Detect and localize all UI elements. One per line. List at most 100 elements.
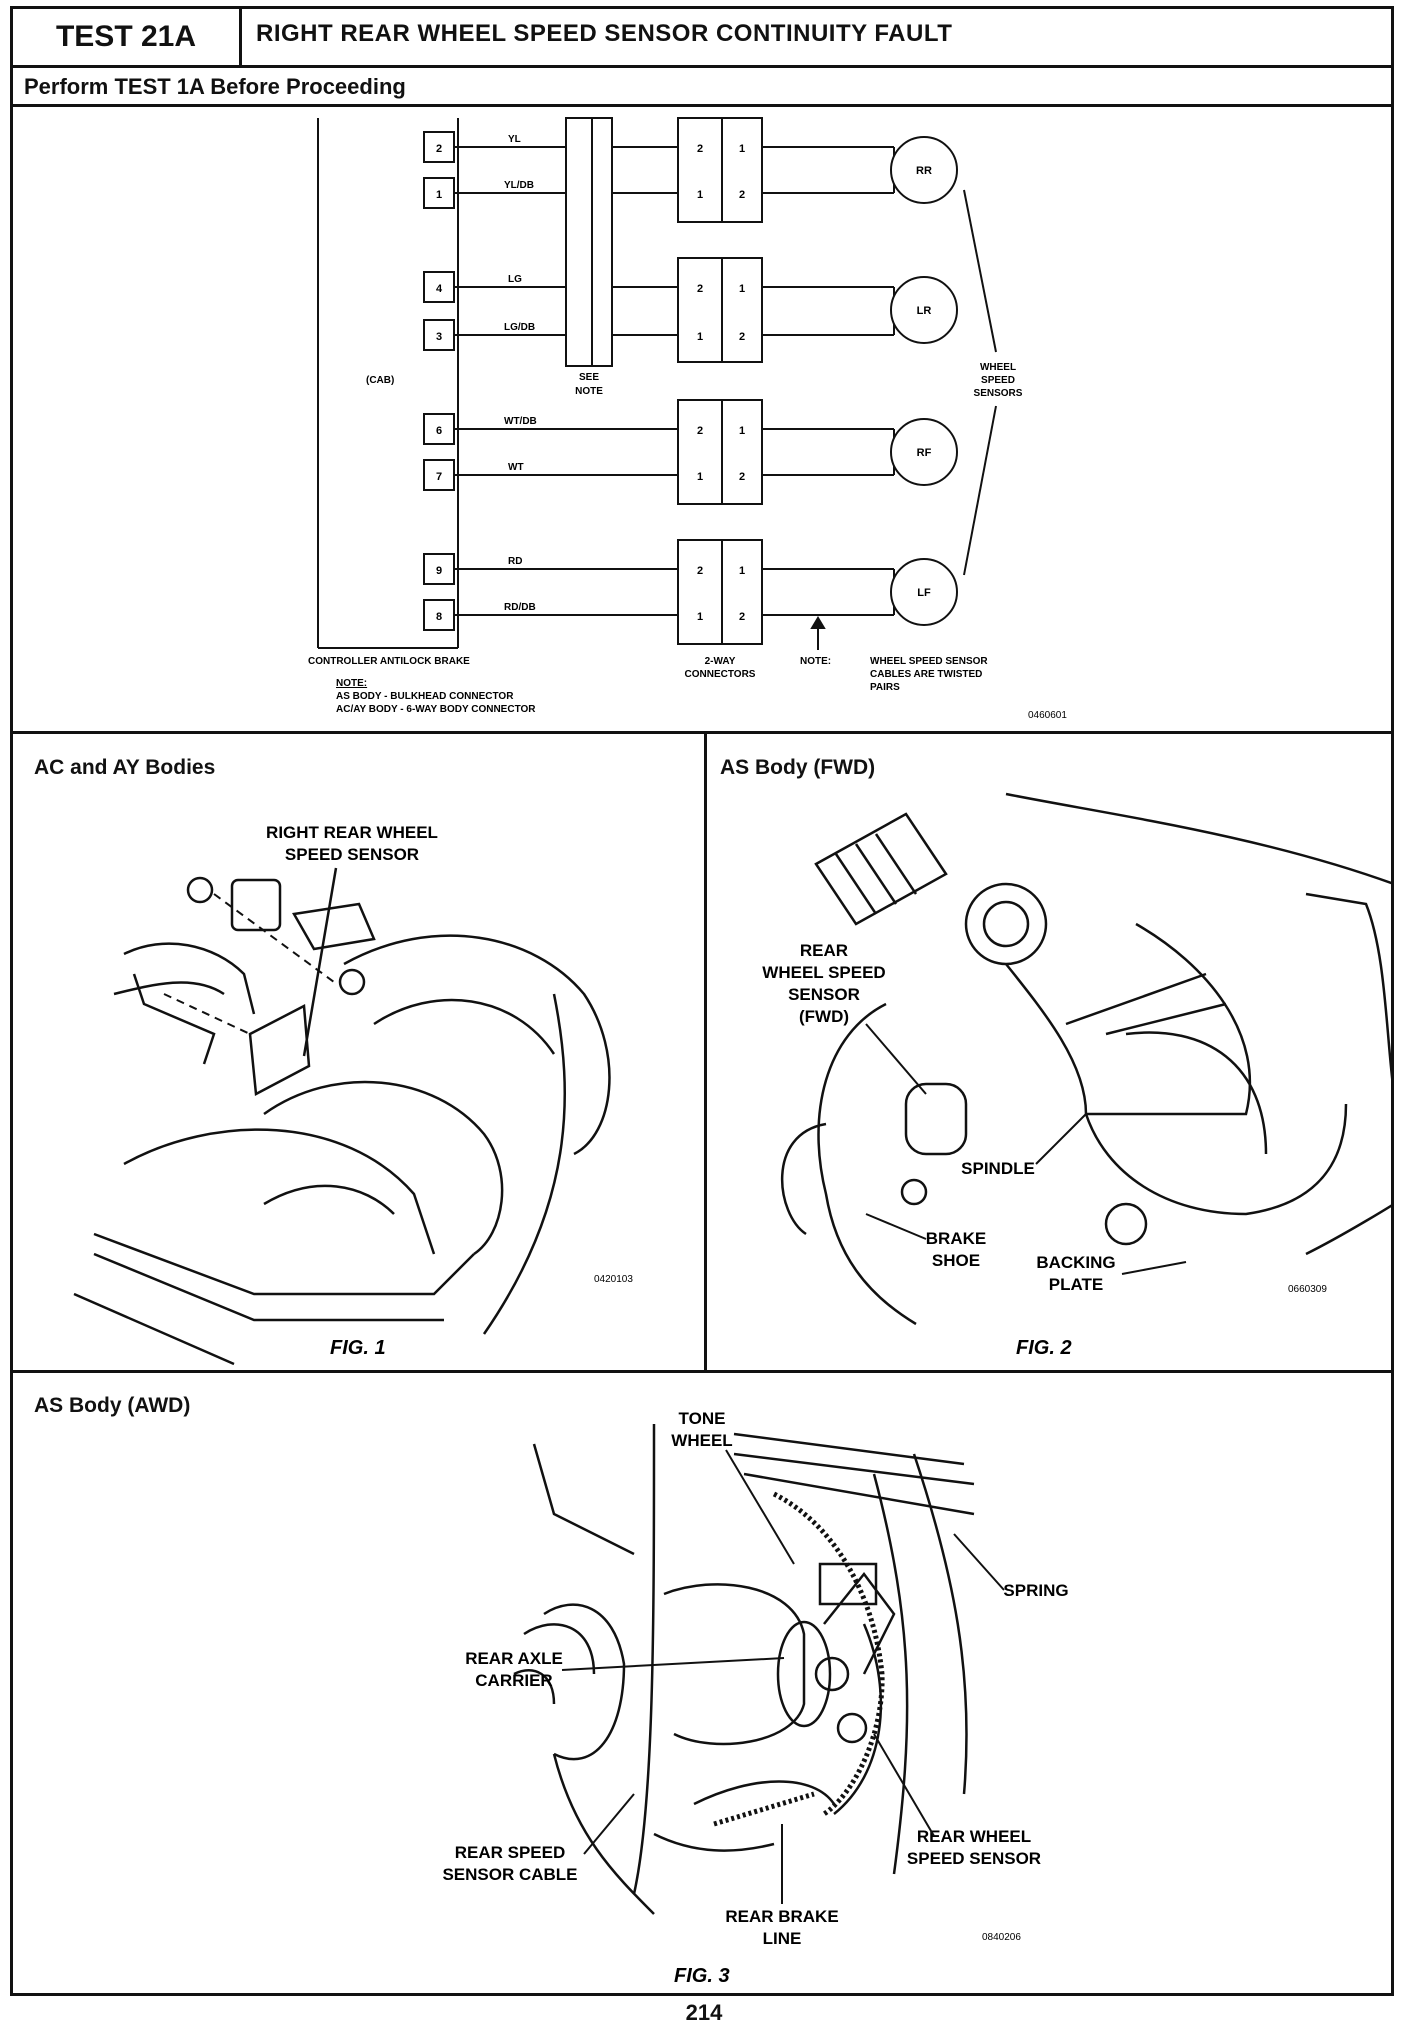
note-line: AS BODY - BULKHEAD CONNECTOR: [336, 691, 514, 702]
two-way-connector: [721, 117, 763, 223]
connector-pin: 2: [697, 143, 703, 155]
wire-label: WT: [508, 462, 524, 473]
sensor-lf: [890, 558, 958, 626]
panel2-label: AS Body (FWD): [720, 756, 876, 779]
fig3-drawing: [513, 1423, 975, 1915]
fig2-callout-plate: PLATE: [1049, 1275, 1103, 1294]
fig2-callout-sensor: WHEEL SPEED: [762, 963, 885, 982]
connector-pin: 1: [739, 283, 745, 295]
divider-sub: [10, 104, 1394, 107]
sensor-label: LF: [917, 587, 931, 599]
fig1-caption: FIG. 1: [330, 1337, 386, 1359]
fig3-illustration: TONE WHEEL SPRING REAR AXLE CARRIER REAR…: [442, 1409, 1068, 1987]
fig3-callout-tone: WHEEL: [671, 1431, 732, 1450]
sensor-label: RR: [916, 165, 932, 177]
wire-label: RD: [508, 556, 522, 567]
fig3-callout-cable: SENSOR CABLE: [442, 1865, 577, 1884]
fig3-callout-carrier: CARRIER: [475, 1671, 552, 1690]
connector-pin: 1: [697, 611, 703, 623]
fig1-drawing: [73, 867, 611, 1366]
wire-label: WT/DB: [504, 416, 537, 427]
twisted-note: WHEEL SPEED SENSOR: [870, 656, 988, 667]
wheel-sensors-label: WHEEL: [980, 362, 1016, 373]
fig2-callout-spindle: SPINDLE: [961, 1159, 1035, 1178]
connector-pin: 1: [739, 565, 745, 577]
fig2-code: 0660309: [1288, 1284, 1327, 1295]
page-title: RIGHT REAR WHEEL SPEED SENSOR CONTINUITY…: [256, 20, 953, 47]
divider-schematic: [10, 731, 1394, 734]
fig3-callout-carrier: REAR AXLE: [465, 1649, 563, 1668]
sensor-label: RF: [917, 447, 932, 459]
two-way-label: 2-WAY: [705, 656, 736, 667]
connector-pin: 2: [697, 283, 703, 295]
pin-box: [423, 271, 455, 303]
two-way-connector: [677, 539, 723, 645]
fig3-code: 0840206: [982, 1932, 1021, 1943]
connector-pin: 1: [739, 425, 745, 437]
fig3-callout-tone: TONE: [679, 1409, 726, 1428]
controller-body: [317, 118, 459, 649]
fig2-illustration: REAR WHEEL SPEED SENSOR (FWD) SPINDLE BR…: [762, 792, 1394, 1359]
fig1-callout: SPEED SENSOR: [285, 845, 419, 864]
two-way-connector: [721, 399, 763, 505]
note-arrow: [810, 616, 826, 650]
pin-box: [423, 599, 455, 631]
fig3-callout-sensor: SPEED SENSOR: [907, 1849, 1041, 1868]
see-note-label: SEE: [579, 372, 599, 383]
fig1-illustration: RIGHT REAR WHEEL SPEED SENSOR 0420103 FI…: [73, 823, 633, 1366]
wheel-sensors-label: SENSORS: [974, 388, 1023, 399]
pin-box: [423, 553, 455, 585]
connector-pin: 2: [697, 425, 703, 437]
pin-number: 7: [436, 471, 442, 483]
fig3-callout-line: REAR BRAKE: [725, 1907, 838, 1926]
fig3-caption: FIG. 3: [674, 1965, 730, 1987]
wire-label: RD/DB: [504, 602, 536, 613]
two-way-connector: [677, 399, 723, 505]
wire-label: LG/DB: [504, 322, 535, 333]
fig1-dashed-guides: [163, 893, 335, 1035]
divider-fig12: [704, 731, 707, 1372]
schematic-code: 0460601: [1028, 710, 1067, 721]
fig3-callout-spring: SPRING: [1003, 1581, 1068, 1600]
note-heading: NOTE:: [336, 678, 367, 689]
two-way-connector: [721, 257, 763, 363]
test-id: TEST 21A: [55, 20, 197, 53]
fig2-callout-shoe: SHOE: [932, 1251, 980, 1270]
twisted-note: PAIRS: [870, 682, 900, 693]
twisted-note: CABLES ARE TWISTED: [870, 669, 982, 680]
divider-fig3: [10, 1370, 1394, 1373]
sensor-lr: [890, 276, 958, 344]
fig3-callout-sensor: REAR WHEEL: [917, 1827, 1031, 1846]
controller-label: CONTROLLER ANTILOCK BRAKE: [308, 656, 470, 667]
fig3-leaders: [561, 1449, 1005, 1904]
fig3-callout-cable: REAR SPEED: [455, 1843, 566, 1862]
connector-pin: 1: [739, 143, 745, 155]
pin-number: 2: [436, 143, 442, 155]
fig3-callout-line: LINE: [763, 1929, 802, 1948]
note-line: AC/AY BODY - 6-WAY BODY CONNECTOR: [336, 704, 536, 715]
fig3-cables: [713, 1491, 885, 1827]
fig2-caption: FIG. 2: [1016, 1337, 1072, 1359]
wire-label: YL/DB: [504, 180, 534, 191]
two-way-connector: [677, 117, 723, 223]
pin-number: 8: [436, 611, 442, 623]
page-subtitle: Perform TEST 1A Before Proceeding: [24, 74, 406, 99]
test-id-box: TEST 21A: [10, 6, 242, 68]
fig1-callout: RIGHT REAR WHEEL: [266, 823, 438, 842]
panel3-label: AS Body (AWD): [34, 1394, 191, 1417]
fig2-drawing: [781, 792, 1394, 1326]
connector-pin: 1: [697, 189, 703, 201]
fig2-callout-sensor: (FWD): [799, 1007, 849, 1026]
sensor-bracket: [963, 189, 997, 576]
pin-number: 6: [436, 425, 442, 437]
note-word: NOTE: [575, 386, 603, 397]
sensor-label: LR: [917, 305, 932, 317]
wire-label: LG: [508, 274, 522, 285]
sensor-rr: [890, 136, 958, 204]
fig2-callout-shoe: BRAKE: [926, 1229, 986, 1248]
sensor-rf: [890, 418, 958, 486]
wiring-schematic: 2 1 4 3 6 7 9 8 (CAB) SEE NOTE YL YL/DB …: [308, 117, 1067, 721]
connector-pin: 2: [739, 331, 745, 343]
fig2-callout-plate: BACKING: [1036, 1253, 1115, 1272]
cab-label: (CAB): [366, 375, 394, 386]
